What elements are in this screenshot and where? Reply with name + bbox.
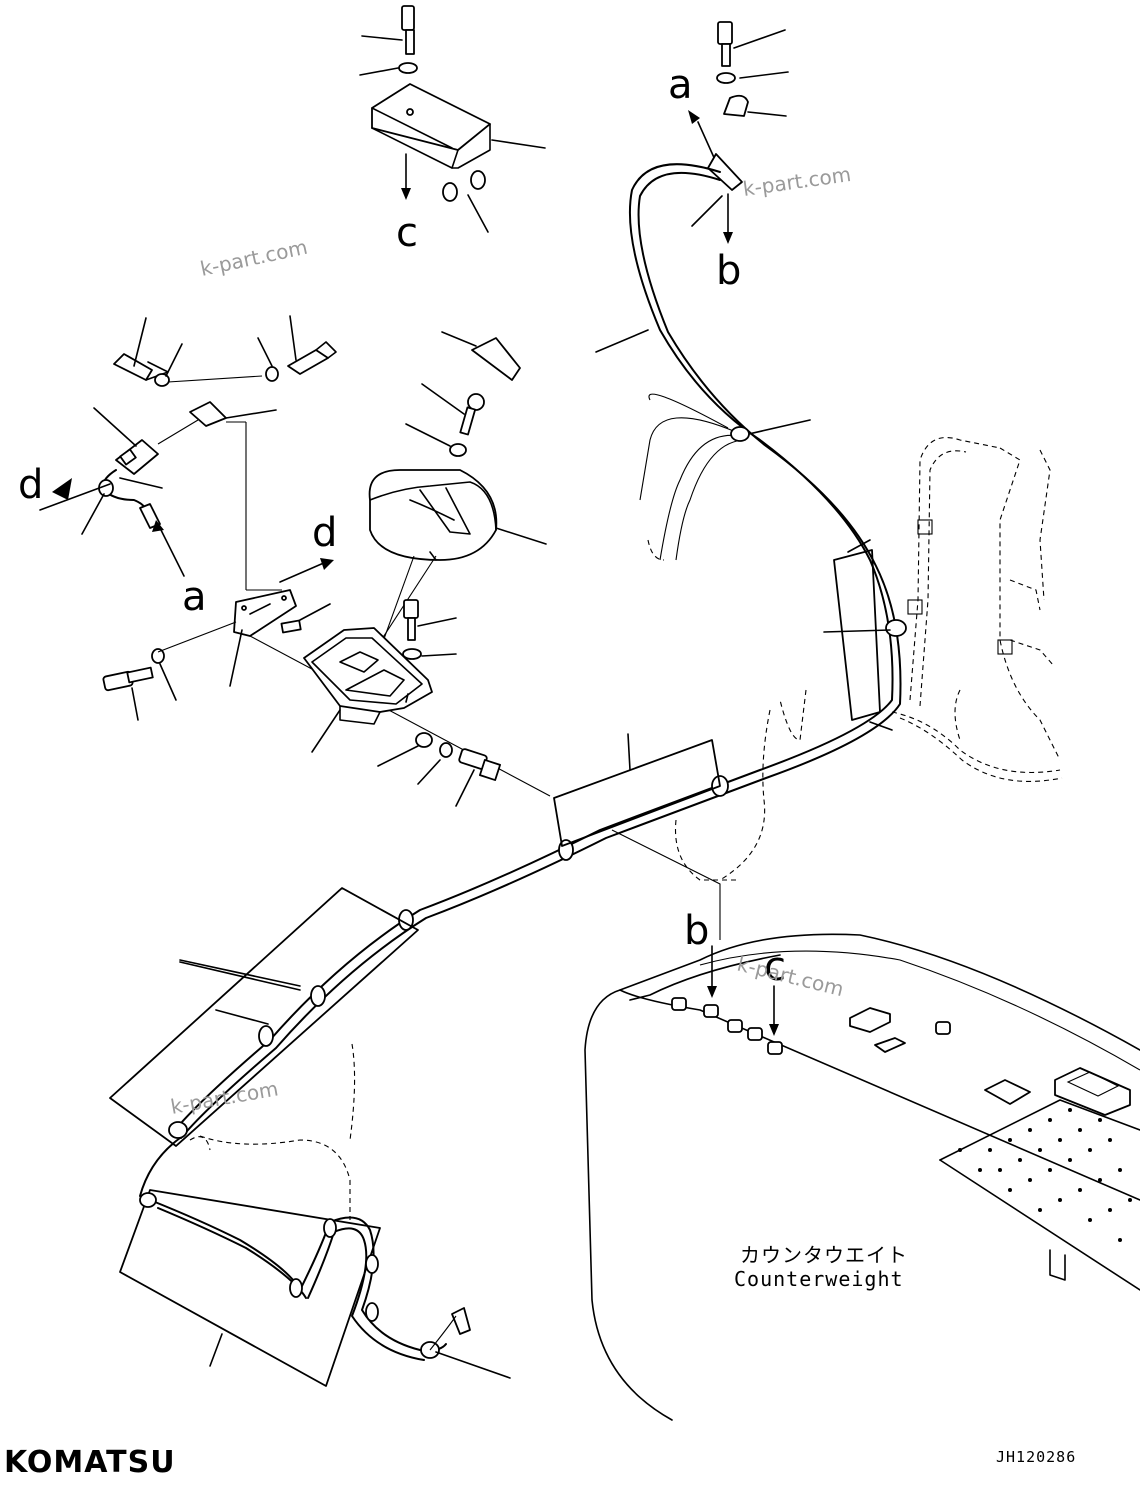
lower-harness-tail xyxy=(139,1043,511,1379)
watermark-1: k-part.com xyxy=(198,235,310,281)
counterweight-label-en: Counterweight xyxy=(734,1267,904,1291)
callout-d-left: d xyxy=(18,462,43,508)
watermark-4: k-part.com xyxy=(169,1076,280,1119)
perforated-plate xyxy=(958,1108,1132,1242)
counterweight-arrows xyxy=(179,945,779,1036)
right-branch-harness xyxy=(674,436,1063,881)
protective-sleeves xyxy=(109,549,891,1387)
horn-cover xyxy=(363,331,547,695)
callout-c: c xyxy=(396,210,418,256)
callout-letters: c a b d d a b c xyxy=(18,62,786,990)
sensor-assembly-left xyxy=(39,315,337,591)
callout-c-bottom: c xyxy=(764,944,786,990)
drawing-code: JH120286 xyxy=(996,1448,1076,1466)
watermarks: k-part.com k-part.com k-part.com k-part.… xyxy=(169,162,853,1119)
counterweight-label-jp: カウンタウエイト xyxy=(740,1243,908,1267)
komatsu-logo: KOMATSU xyxy=(4,1445,176,1480)
alarm-bracket-assembly xyxy=(102,558,721,940)
alarm-base xyxy=(303,599,501,807)
callout-d-center: d xyxy=(312,510,337,556)
main-harness xyxy=(168,163,907,1139)
callout-a-left: a xyxy=(182,574,207,620)
clamp-assembly-ab xyxy=(688,21,789,244)
callout-b-bottom: b xyxy=(684,908,709,954)
mounting-bosses xyxy=(671,997,1131,1116)
counterweight xyxy=(584,933,1140,1421)
watermark-3: k-part.com xyxy=(735,952,846,1002)
callout-b-top: b xyxy=(716,248,741,294)
bracket-assembly-c xyxy=(359,5,546,233)
watermark-2: k-part.com xyxy=(741,162,852,201)
callout-a-top: a xyxy=(668,62,693,108)
